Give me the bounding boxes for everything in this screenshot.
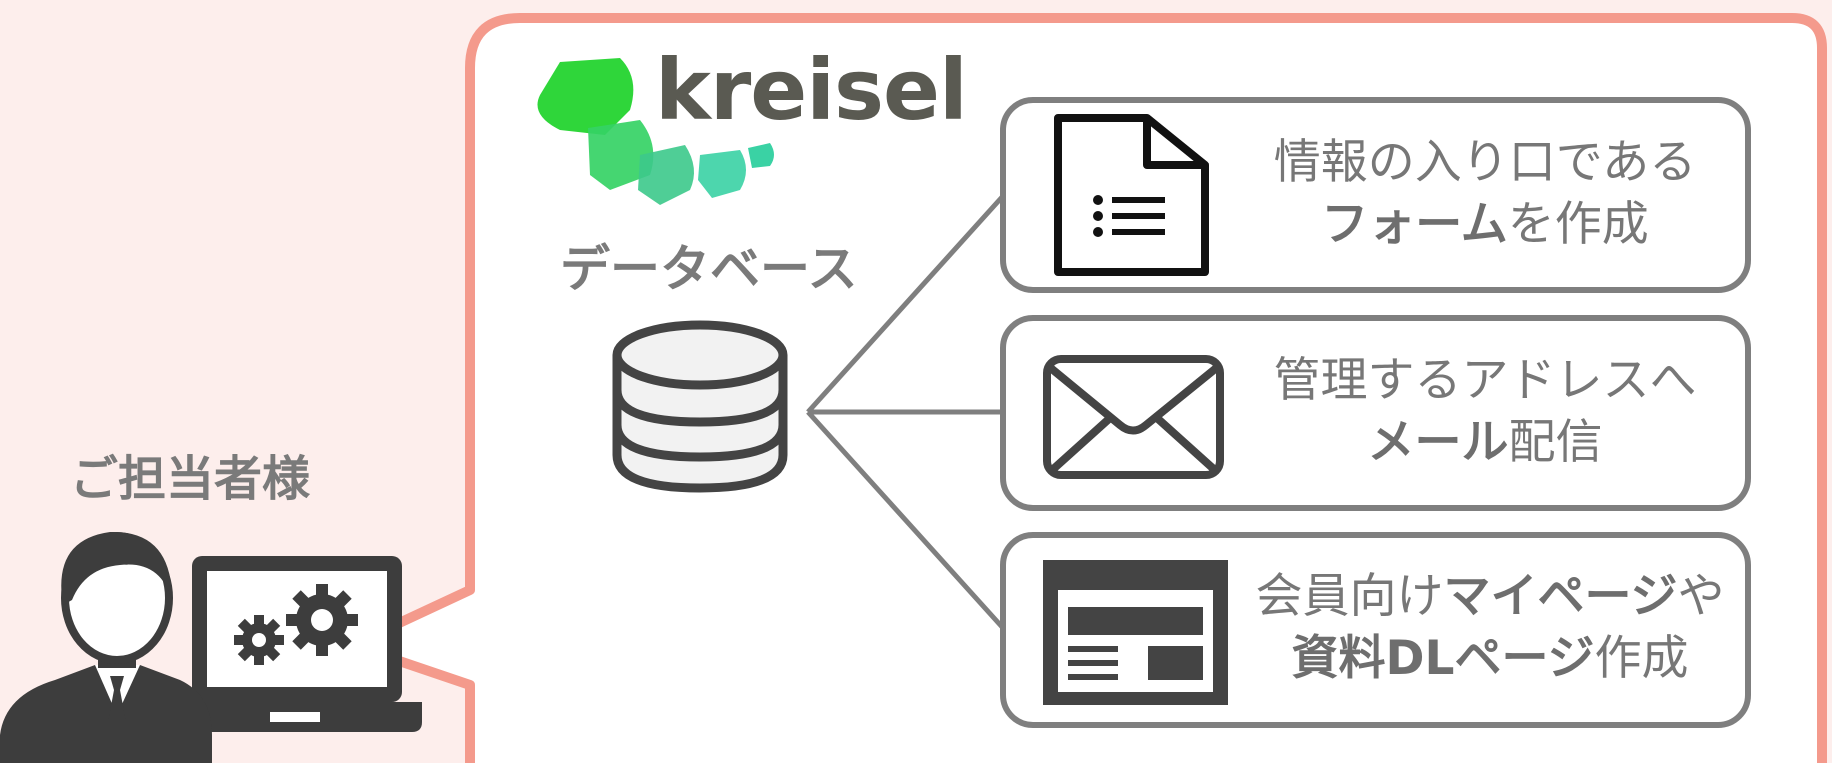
card-form-text: 情報の入り口である フォームを作成	[1273, 135, 1697, 252]
laptop-settings-icon	[172, 556, 422, 732]
connector-lines	[806, 194, 1005, 630]
web-page-icon	[1043, 560, 1228, 705]
person-label: ご担当者様	[70, 451, 311, 507]
database-icon	[612, 320, 788, 493]
mail-envelope-icon	[1043, 355, 1224, 479]
person-avatar-icon	[0, 531, 212, 763]
form-document-icon	[1054, 114, 1209, 276]
database-label: データベース	[560, 240, 858, 298]
kreisel-logo-text: kreisel	[655, 41, 968, 139]
card-mail-text: 管理するアドレスへ メール配信	[1273, 353, 1697, 470]
card-mypage-text: 会員向けマイページや 資料DLページ作成	[1255, 569, 1725, 686]
kreisel-logo-mark	[537, 58, 774, 205]
